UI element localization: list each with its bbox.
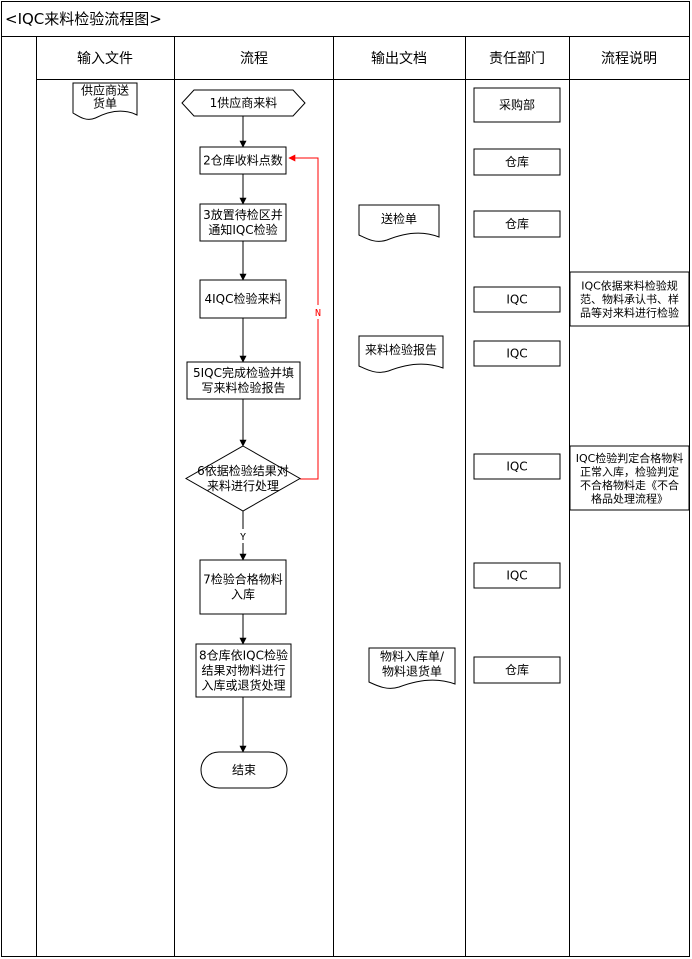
chart-title: <IQC来料检验流程图> xyxy=(5,10,162,28)
department-box-d5 xyxy=(473,340,561,367)
flow-step-s5-label: 5IQC完成检验并填 xyxy=(193,365,294,380)
edge-label-yes: Y xyxy=(240,532,246,543)
flow-step-s6-label: 来料进行处理 xyxy=(207,479,279,493)
flow-step-s1-label: 1供应商来料 xyxy=(210,95,278,110)
description-label: IQC依据来料检验规 xyxy=(581,279,678,293)
flow-step-s5-label: 写来料检验报告 xyxy=(201,380,285,395)
department-box-d8 xyxy=(473,656,561,684)
output-document-label: 来料检验报告 xyxy=(365,342,437,357)
flow-step-s5-box xyxy=(186,361,301,400)
flow-step-s8-box xyxy=(195,643,292,698)
description-label: 品等对来料进行检验 xyxy=(580,306,679,320)
flow-step-s4-box xyxy=(199,279,287,319)
department-label: 采购部 xyxy=(499,97,535,112)
edge-label-no-bg xyxy=(312,305,324,319)
flow-step-s3-label: 通知IQC检验 xyxy=(208,222,277,237)
flow-step-s6-label: 6依据检验结果对 xyxy=(197,463,289,478)
flow-step-s3-box xyxy=(199,203,287,242)
flow-step-s2-box xyxy=(199,146,287,175)
flow-step-s1-hexagon xyxy=(181,89,306,117)
header-output: 输出文档 xyxy=(371,51,427,67)
header-dept: 责任部门 xyxy=(489,51,545,67)
flow-step-s8-label: 结果对物料进行 xyxy=(201,664,285,678)
flow-step-s7-label: 入库 xyxy=(231,587,255,602)
description-label: IQC检验判定合格物料 xyxy=(576,451,684,465)
department-label: 仓库 xyxy=(505,154,529,169)
department-label: IQC xyxy=(506,293,527,307)
department-box-d1 xyxy=(473,87,561,123)
input-document-label: 货单 xyxy=(93,96,117,111)
output-document-label: 物料退货单 xyxy=(382,664,442,679)
description-box-n1 xyxy=(569,271,690,327)
output-document-o3 xyxy=(368,647,456,689)
flow-step-s6-diamond xyxy=(184,445,302,512)
description-label: 不合格物料走《不合 xyxy=(580,478,679,492)
department-box-d6 xyxy=(473,453,561,480)
edge-label-no: N xyxy=(315,308,321,319)
description-box-n2 xyxy=(569,445,690,511)
output-document-o1 xyxy=(358,204,440,242)
input-document-in1 xyxy=(72,82,138,120)
department-box-d3 xyxy=(473,210,561,238)
flow-step-s8-label: 入库或退货处理 xyxy=(201,678,285,693)
department-box-d2 xyxy=(473,148,561,176)
department-label: 仓库 xyxy=(505,216,529,231)
header-input: 输入文件 xyxy=(77,51,133,67)
input-document-label: 供应商送 xyxy=(81,83,129,98)
description-label: 正常入库，检验判定 xyxy=(580,464,679,478)
flow-step-s4-label: 4IQC检验来料 xyxy=(205,291,282,306)
description-label: 格品处理流程》 xyxy=(591,491,668,505)
department-label: IQC xyxy=(506,347,527,361)
department-box-d4 xyxy=(473,286,561,313)
output-document-o2 xyxy=(358,335,444,373)
flow-step-s9-label: 结束 xyxy=(232,763,256,777)
header-flow: 流程 xyxy=(240,51,268,67)
edge-label-yes-bg xyxy=(237,529,249,543)
department-label: IQC xyxy=(506,460,527,474)
description-label: 范、物料承认书、样 xyxy=(580,292,679,306)
output-document-label: 送检单 xyxy=(381,211,417,226)
flow-step-s9-terminator xyxy=(200,751,288,789)
department-label: IQC xyxy=(506,569,527,583)
flow-step-s2-label: 2仓库收料点数 xyxy=(203,153,283,168)
header-desc: 流程说明 xyxy=(601,51,657,67)
department-label: 仓库 xyxy=(505,662,529,677)
flow-step-s7-label: 7检验合格物料 xyxy=(203,572,283,587)
flow-step-s8-label: 8仓库依IQC检验 xyxy=(199,648,288,663)
department-box-d7 xyxy=(473,562,561,589)
output-document-label: 物料入库单/ xyxy=(380,649,445,664)
flow-step-s7-box xyxy=(199,559,287,615)
flow-step-s3-label: 3放置待检区并 xyxy=(203,207,283,222)
